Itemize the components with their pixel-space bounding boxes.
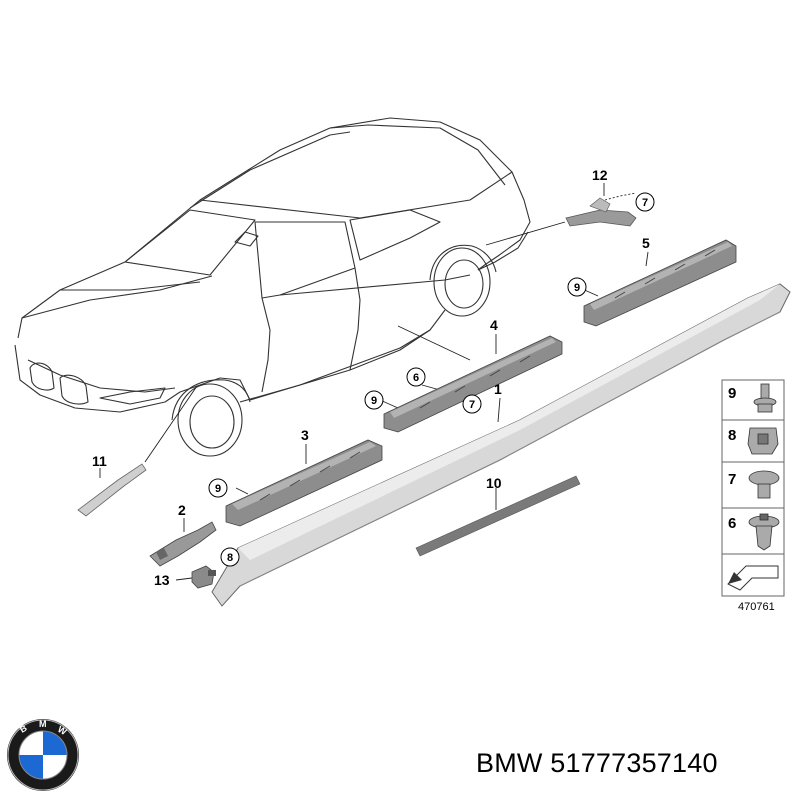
rail-part-4 xyxy=(383,335,563,433)
circled-ref-6-rail4: 6 xyxy=(406,367,426,387)
circled-ref-7-top: 7 xyxy=(635,192,655,212)
legend-number-8: 8 xyxy=(728,427,736,444)
callout-10: 10 xyxy=(486,475,502,491)
callout-5: 5 xyxy=(642,235,650,251)
legend-number-7: 7 xyxy=(728,471,736,488)
callout-4: 4 xyxy=(490,317,498,333)
callout-11: 11 xyxy=(92,453,107,469)
circled-ref-7-rail4: 7 xyxy=(462,394,482,414)
callout-13: 13 xyxy=(154,572,170,588)
leader-lines xyxy=(99,183,649,581)
circled-ref-9-rail4: 9 xyxy=(364,390,384,410)
callout-numbers: 1 2 3 4 5 10 11 12 13 xyxy=(92,167,650,588)
push-pin-clip-icon xyxy=(753,383,777,413)
circled-ref-8-clip: 8 xyxy=(220,547,240,567)
rail-part-5 xyxy=(583,239,737,327)
part-number-label: BMW 51777357140 xyxy=(476,748,718,778)
clip-part-13 xyxy=(191,565,216,589)
rail-part-3 xyxy=(225,439,383,527)
clip-nut-icon xyxy=(747,427,779,455)
car-outline xyxy=(14,117,531,457)
circled-ref-9-rail3: 9 xyxy=(208,478,228,498)
trim-strip-part-10 xyxy=(415,475,581,557)
direction-arrow-icon xyxy=(727,565,779,591)
svg-text:8: 8 xyxy=(227,552,233,564)
svg-text:9: 9 xyxy=(574,282,580,294)
svg-text:B: B xyxy=(18,723,29,735)
svg-text:7: 7 xyxy=(642,197,648,209)
fastener-legend: 9 8 7 6 xyxy=(721,379,785,597)
svg-text:7: 7 xyxy=(469,399,475,411)
svg-text:9: 9 xyxy=(215,483,221,495)
callout-1: 1 xyxy=(494,381,502,397)
callout-12: 12 xyxy=(592,167,608,183)
svg-text:6: 6 xyxy=(413,372,419,384)
rear-trim-part-12 xyxy=(565,197,637,227)
circled-ref-9-rail5: 9 xyxy=(567,277,587,297)
legend-number-9: 9 xyxy=(728,385,736,402)
svg-text:9: 9 xyxy=(371,395,377,407)
sill-cover-part-1 xyxy=(211,283,791,607)
callout-3: 3 xyxy=(301,427,309,443)
legend-number-6: 6 xyxy=(728,515,736,532)
expanding-rivet-icon xyxy=(748,470,780,499)
screw-grommet-icon xyxy=(748,513,780,551)
callout-2: 2 xyxy=(178,502,186,518)
circled-references: 7 9 9 6 7 9 8 xyxy=(208,192,655,567)
svg-text:M: M xyxy=(39,719,47,729)
bmw-logo: B M W xyxy=(7,719,79,791)
arch-trim-part-11 xyxy=(77,463,147,517)
bracket-part-2 xyxy=(149,521,217,567)
diagram-code: 470761 xyxy=(738,601,775,613)
